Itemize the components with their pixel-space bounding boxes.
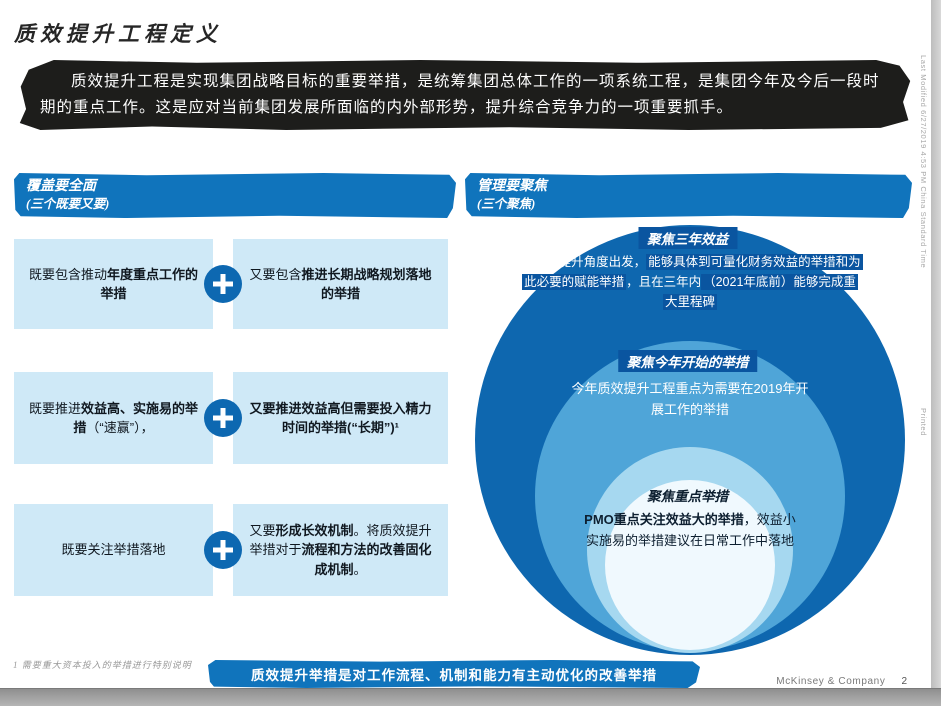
circle-text-three-year-benefit: 从ROE提升角度出发，能够具体到可量化财务效益的举措和为此必要的赋能举措，且在三… bbox=[519, 254, 863, 310]
intro-banner: 质效提升工程是实现集团战略目标的重要举措，是统筹集团总体工作的一项系统工程，是集… bbox=[19, 60, 911, 130]
initiative-box-right-3: 又要形成长效机制。将质效提升举措对于流程和方法的改善固化成机制。 bbox=[233, 504, 448, 596]
circle-label-this-year: 聚焦今年开始的举措 bbox=[617, 350, 758, 372]
bottom-banner: 质效提升举措是对工作流程、机制和能力有主动优化的改善举措 bbox=[208, 660, 700, 688]
initiative-box-left-2: 既要推进效益高、实施易的举措（“速赢”）， bbox=[14, 372, 213, 464]
bottom-gray-bar bbox=[0, 688, 941, 706]
initiative-box-right-2: 又要推进效益高但需要投入精力时间的举措(“长期”)¹ bbox=[233, 372, 448, 464]
circle-text-key-initiatives: PMO重点关注效益大的举措，效益小实施易的举措建议在日常工作中落地 bbox=[584, 512, 796, 548]
left-header-line1: 覆盖要全面 bbox=[26, 179, 96, 194]
initiative-box-right-1: 又要包含推进长期战略规划落地的举措 bbox=[233, 239, 448, 329]
measure-row-1: 既要包含推动年度重点工作的举措 又要包含推进长期战略规划落地的举措 bbox=[14, 239, 448, 329]
right-header-line1: 管理要聚焦 bbox=[477, 179, 547, 194]
brand-label: McKinsey & Company bbox=[776, 676, 886, 687]
left-section-header: 覆盖要全面 (三个既要又要) bbox=[14, 173, 456, 218]
footnote: 1 需要重大资本投入的举措进行特别说明 bbox=[13, 660, 192, 670]
right-gray-strip bbox=[931, 0, 941, 706]
plus-icon bbox=[204, 399, 242, 437]
measure-row-2: 既要推进效益高、实施易的举措（“速赢”）， 又要推进效益高但需要投入精力时间的举… bbox=[14, 372, 448, 464]
focus-circles-diagram: 聚焦三年效益 从ROE提升角度出发，能够具体到可量化财务效益的举措和为此必要的赋… bbox=[463, 222, 912, 665]
slide-footer: McKinsey & Company 2 bbox=[776, 676, 907, 687]
left-header-line2: (三个既要又要) bbox=[26, 197, 110, 211]
plus-icon bbox=[204, 531, 242, 569]
sidebar-modified-text: Last Modified 6/27/2019 4:53 PM China St… bbox=[919, 55, 928, 269]
circle-key-initiatives-core bbox=[605, 480, 775, 650]
sidebar-printed-text: Printed bbox=[919, 408, 928, 436]
initiative-box-left-1: 既要包含推动年度重点工作的举措 bbox=[14, 239, 213, 329]
slide: 质效提升工程定义 质效提升工程是实现集团战略目标的重要举措，是统筹集团总体工作的… bbox=[0, 0, 931, 688]
right-section-header: 管理要聚焦 (三个聚焦) bbox=[465, 173, 912, 218]
right-header-line2: (三个聚焦) bbox=[477, 197, 536, 211]
plus-icon bbox=[204, 265, 242, 303]
intro-text: 质效提升工程是实现集团战略目标的重要举措，是统筹集团总体工作的一项系统工程，是集… bbox=[40, 73, 880, 117]
circle-label-key-initiatives: 聚焦重点举措 bbox=[647, 489, 728, 504]
page-number: 2 bbox=[901, 676, 907, 687]
initiative-box-left-3: 既要关注举措落地 bbox=[14, 504, 213, 596]
page-title: 质效提升工程定义 bbox=[14, 22, 222, 46]
circle-text-this-year: 今年质效提升工程重点为需要在2019年开展工作的举措 bbox=[571, 381, 809, 417]
circle-label-three-year-benefit: 聚焦三年效益 bbox=[638, 227, 737, 249]
measure-row-3: 既要关注举措落地 又要形成长效机制。将质效提升举措对于流程和方法的改善固化成机制… bbox=[14, 504, 448, 596]
